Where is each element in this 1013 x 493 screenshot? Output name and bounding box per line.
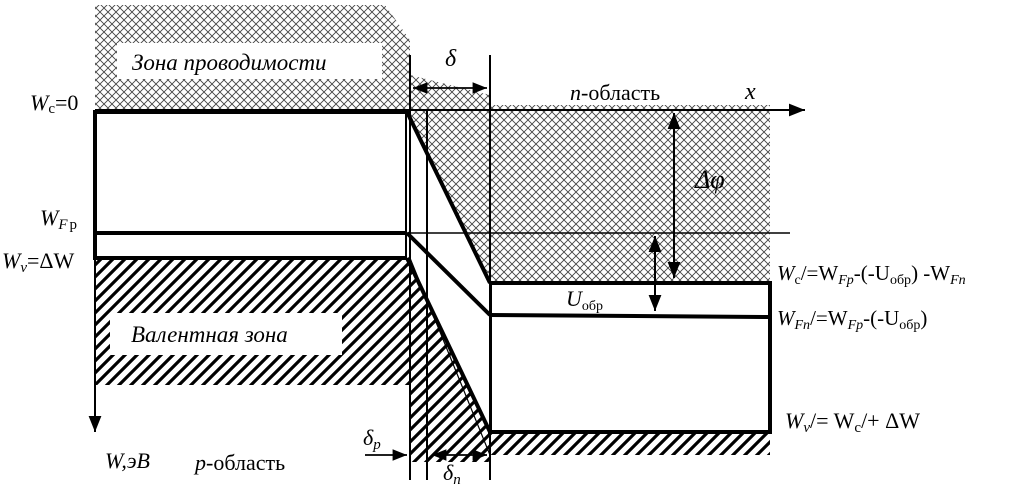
n-band-box [488,281,772,434]
wfn-formula: WFn/=WFp-(-Uобр) [777,306,927,333]
n-region-label: n-область [570,80,660,105]
wc-prime-formula: Wc/=WFp-(-Uобр) -WFn [777,261,966,288]
conduction-label-bg [117,43,382,79]
x-axis-label: x [744,79,756,105]
valence-band-region [95,258,770,462]
delta-phi-label: Δφ [694,165,725,194]
w-axis-label: W,эВ [105,448,150,473]
valence-band-bend [405,257,492,433]
p-region-label: p-область [193,450,285,475]
u-obr-label: Uобр [566,286,603,314]
fermi-level-n [489,313,771,319]
valence-label-bg [110,313,342,355]
delta-n-label: δn [443,460,461,488]
delta-label: δ [445,46,457,72]
fermi-level-bend [405,231,492,317]
valence-zone-label: Валентная зона [131,322,288,347]
wv-prime-formula: Wv/= Wc/+ ΔW [785,408,920,436]
delta-p-label: δp [363,425,381,453]
conduction-band-bend [405,111,492,284]
p-band-box [93,110,409,260]
wc-zero-label: Wc=0 [30,90,78,117]
wv-left-label: Wv=ΔW [2,248,75,276]
transition-diagonal [409,257,491,456]
conduction-zone-label: Зона проводимости [132,50,327,75]
